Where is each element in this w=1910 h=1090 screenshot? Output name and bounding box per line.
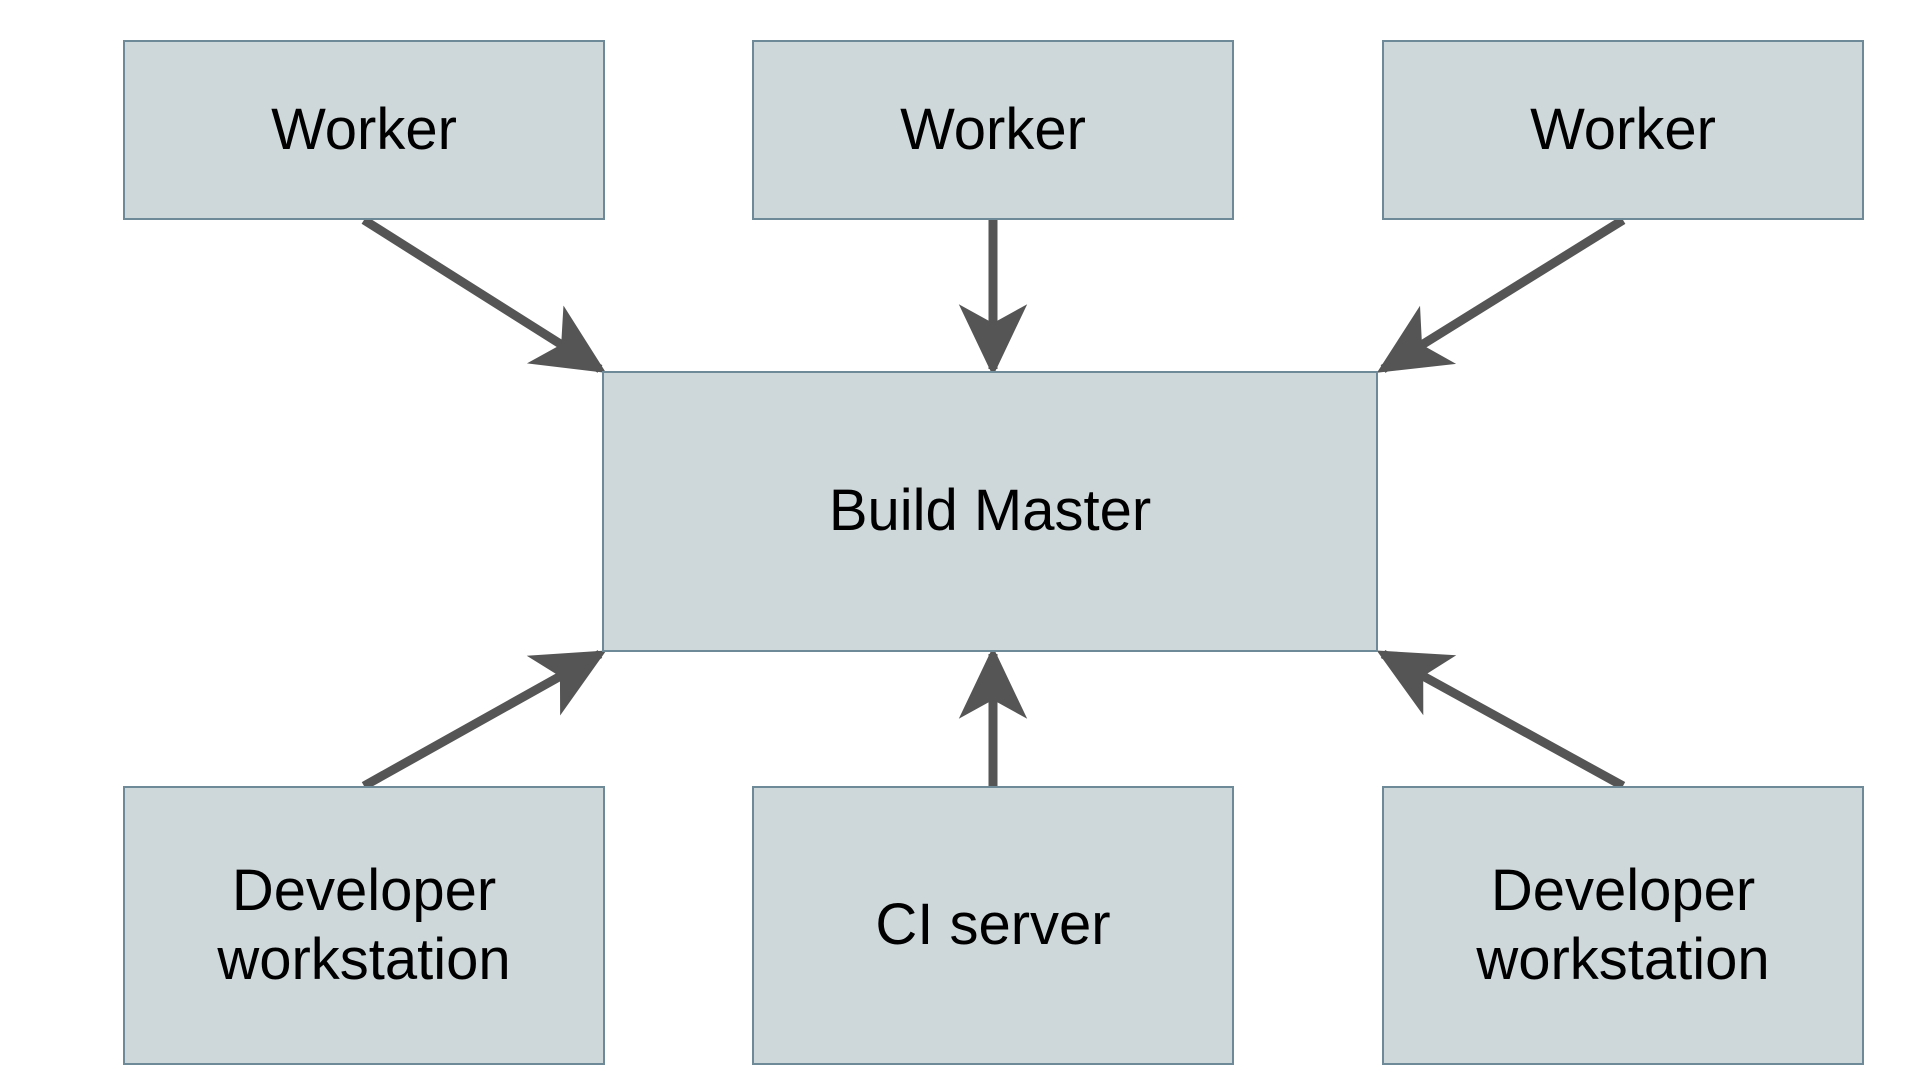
- node-developer-workstation-left[interactable]: Developer workstation: [123, 786, 605, 1065]
- node-build-master[interactable]: Build Master: [602, 371, 1378, 652]
- node-ci-server[interactable]: CI server: [752, 786, 1234, 1065]
- node-developer-workstation-right[interactable]: Developer workstation: [1382, 786, 1864, 1065]
- node-label: Developer workstation: [1476, 858, 1770, 992]
- node-worker-2[interactable]: Worker: [752, 40, 1234, 220]
- node-label: Worker: [1530, 96, 1716, 162]
- node-label: Build Master: [828, 478, 1152, 544]
- node-label: CI server: [875, 892, 1111, 958]
- node-label: Worker: [900, 96, 1086, 162]
- node-label: Developer workstation: [217, 858, 511, 992]
- node-worker-3[interactable]: Worker: [1382, 40, 1864, 220]
- edge-worker1-to-master: [361, 216, 607, 373]
- edge-worker3-to-master: [1376, 216, 1626, 373]
- node-label: Worker: [271, 96, 457, 162]
- node-worker-1[interactable]: Worker: [123, 40, 605, 220]
- edge-devright-to-master: [1376, 650, 1626, 790]
- edge-devleft-to-master: [361, 650, 607, 790]
